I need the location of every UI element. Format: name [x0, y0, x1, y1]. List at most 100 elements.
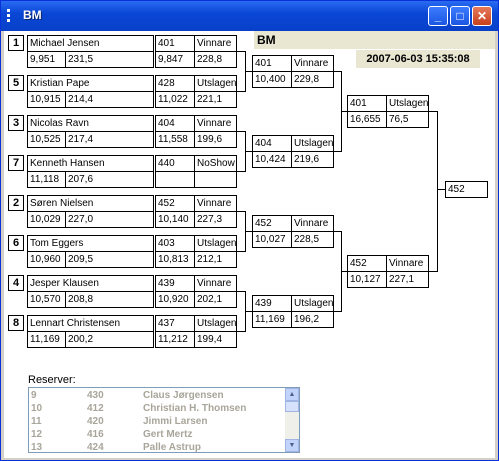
entry-value-2: 199,6 — [194, 131, 237, 148]
reserve-name: Claus Jørgensen — [143, 390, 224, 401]
title-bar[interactable]: BM _ □ ✕ — [1, 1, 498, 31]
entry-value-2: 202,1 — [194, 291, 237, 308]
bracket-line — [237, 171, 246, 172]
bracket-line — [429, 111, 438, 112]
reserve-pos: 9 — [31, 390, 37, 401]
entry-value-1: 16,655 — [347, 111, 387, 128]
entry-status: Vinnare — [194, 35, 237, 52]
reserve-num: 420 — [87, 416, 104, 427]
seed-number: 4 — [8, 275, 24, 291]
reserve-pos: 13 — [31, 442, 43, 453]
player-value-1: 10,960 — [27, 251, 66, 268]
player-value-1: 11,118 — [27, 171, 66, 188]
entry-number: 401 — [252, 55, 292, 72]
bracket-line — [237, 131, 246, 132]
player-value-2: 227,0 — [65, 211, 154, 228]
player-value-2: 217,4 — [65, 131, 154, 148]
entry-value-2: 228,5 — [291, 231, 334, 248]
player-value-1: 10,029 — [27, 211, 66, 228]
player-value-1: 11,169 — [27, 331, 66, 348]
entry-value-2: 221,1 — [194, 91, 237, 108]
entry-status: Utslagen — [291, 135, 334, 152]
seed-number: 8 — [8, 315, 24, 331]
reserve-name: Jimmi Larsen — [143, 416, 208, 427]
player-name[interactable]: Michael Jensen — [27, 35, 154, 52]
reserves-label: Reserver: — [28, 374, 76, 386]
seed-number: 5 — [8, 75, 24, 91]
player-name[interactable]: Søren Nielsen — [27, 195, 154, 212]
entry-value-2: 229,8 — [291, 71, 334, 88]
bracket-line — [429, 271, 438, 272]
entry-number: 437 — [155, 315, 195, 332]
bracket-line — [437, 111, 438, 272]
player-value-2: 214,4 — [65, 91, 154, 108]
entry-value-1: 10,813 — [155, 251, 195, 268]
bracket-line — [245, 231, 252, 232]
entry-status: Utslagen — [291, 295, 334, 312]
player-value-2: 207,6 — [65, 171, 154, 188]
seed-number: 2 — [8, 195, 24, 211]
bracket-line — [237, 251, 246, 252]
bracket-line — [437, 189, 445, 190]
scroll-down-button[interactable]: ▼ — [285, 439, 299, 452]
maximize-button[interactable]: □ — [450, 6, 470, 26]
minimize-button[interactable]: _ — [428, 6, 448, 26]
player-name[interactable]: Lennart Christensen — [27, 315, 154, 332]
final-winner: 452 — [445, 181, 488, 198]
entry-value-2: 76,5 — [386, 111, 429, 128]
entry-number: 440 — [155, 155, 195, 172]
entry-status: Utslagen — [194, 315, 237, 332]
entry-number: 452 — [252, 215, 292, 232]
entry-status: Vinnare — [291, 215, 334, 232]
close-button[interactable]: ✕ — [472, 6, 492, 26]
player-name[interactable]: Kristian Pape — [27, 75, 154, 92]
entry-value-1: 10,424 — [252, 151, 292, 168]
reserve-num: 412 — [87, 403, 104, 414]
player-name[interactable]: Kenneth Hansen — [27, 155, 154, 172]
reserve-pos: 11 — [31, 416, 42, 427]
player-value-2: 209,5 — [65, 251, 154, 268]
seed-number: 3 — [8, 115, 24, 131]
bracket-line — [245, 151, 252, 152]
entry-status: Vinnare — [194, 195, 237, 212]
reserve-pos: 10 — [31, 403, 43, 414]
entry-number: 403 — [155, 235, 195, 252]
player-value-1: 10,525 — [27, 131, 66, 148]
entry-value-1 — [155, 171, 195, 188]
bracket-line — [341, 111, 348, 112]
entry-number: 439 — [155, 275, 195, 292]
entry-value-1: 11,169 — [252, 311, 292, 328]
header-panel — [254, 31, 495, 49]
reserve-name: Palle Astrup — [143, 442, 201, 453]
player-name[interactable]: Nicolas Ravn — [27, 115, 154, 132]
player-name[interactable]: Jesper Klausen — [27, 275, 154, 292]
player-name[interactable]: Tom Eggers — [27, 235, 154, 252]
reserves-scrollbar[interactable]: ▲ ▼ — [285, 388, 299, 452]
bracket-line — [237, 291, 246, 292]
bracket-line — [237, 331, 246, 332]
player-value-2: 200,2 — [65, 331, 154, 348]
scroll-up-button[interactable]: ▲ — [285, 388, 299, 401]
reserve-name: Christian H. Thomsen — [143, 403, 247, 414]
entry-value-2 — [194, 171, 237, 188]
bracket-line — [237, 51, 246, 52]
entry-value-2: 227,1 — [386, 271, 429, 288]
datetime-label: 2007-06-03 15:35:08 — [356, 50, 480, 68]
bracket-line — [237, 91, 246, 92]
scroll-thumb[interactable] — [285, 401, 299, 412]
bracket-line — [237, 211, 246, 212]
reserve-name: Gert Mertz — [143, 429, 193, 440]
entry-status: Utslagen — [386, 95, 429, 112]
entry-value-1: 10,027 — [252, 231, 292, 248]
entry-value-2: 212,1 — [194, 251, 237, 268]
entry-status: Vinnare — [194, 115, 237, 132]
entry-value-1: 11,022 — [155, 91, 195, 108]
entry-value-1: 10,920 — [155, 291, 195, 308]
entry-value-1: 10,400 — [252, 71, 292, 88]
entry-number: 452 — [347, 255, 387, 272]
app-icon — [7, 9, 11, 23]
bracket-line — [334, 231, 342, 232]
